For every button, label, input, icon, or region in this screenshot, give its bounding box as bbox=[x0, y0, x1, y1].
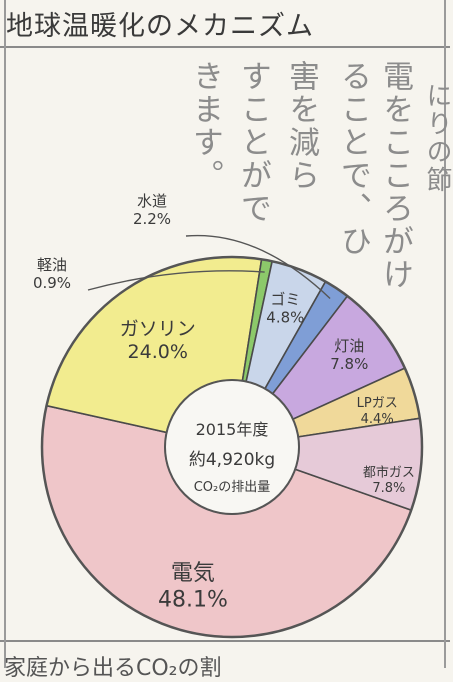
slice-label-3: ゴミ bbox=[270, 291, 300, 309]
slice-label-1: ガソリン bbox=[120, 318, 196, 340]
body-text-col-1: 電をこころがけ bbox=[377, 60, 413, 291]
center-text-2: CO₂の排出量 bbox=[194, 480, 271, 495]
donut-center bbox=[164, 379, 300, 515]
slice-value-0: 48.1% bbox=[158, 588, 228, 613]
body-text-fragment: にりの節 bbox=[422, 82, 452, 194]
slice-value-2: 0.9% bbox=[33, 274, 71, 292]
body-text-col-2: ることで、ひ bbox=[335, 60, 371, 258]
border-right bbox=[444, 0, 446, 668]
slice-label-5: 灯油 bbox=[334, 337, 364, 355]
center-text-1: 約4,920kg bbox=[189, 450, 275, 470]
leader-line-2 bbox=[87, 270, 265, 291]
slice-value-4: 2.2% bbox=[133, 210, 171, 228]
slice-value-6: 4.4% bbox=[361, 412, 394, 427]
donut-outline bbox=[40, 255, 424, 639]
body-text-col-5: きます。 bbox=[187, 60, 223, 192]
body-text-col-3: 害を減ら bbox=[283, 60, 319, 192]
slice-label-4: 水道 bbox=[137, 192, 167, 210]
border-left bbox=[4, 0, 6, 668]
center-text-0: 2015年度 bbox=[196, 420, 269, 439]
divider-top bbox=[0, 46, 450, 48]
slice-value-1: 24.0% bbox=[128, 341, 188, 363]
slice-label-0: 電気 bbox=[171, 561, 215, 586]
divider-bottom bbox=[0, 640, 450, 642]
slice-label-7: 都市ガス bbox=[363, 465, 415, 481]
leader-line-4 bbox=[185, 234, 331, 299]
slice-label-6: LPガス bbox=[357, 396, 398, 411]
slice-value-7: 7.8% bbox=[372, 481, 405, 496]
bottom-caption: 家庭から出るCO₂の割 bbox=[4, 656, 222, 681]
body-text-col-4: すことがで bbox=[235, 60, 271, 225]
slice-label-2: 軽油 bbox=[37, 256, 67, 274]
slice-value-3: 4.8% bbox=[266, 309, 304, 327]
slice-value-5: 7.8% bbox=[330, 355, 368, 373]
page-title: 地球温暖化のメカニズム bbox=[6, 11, 314, 42]
